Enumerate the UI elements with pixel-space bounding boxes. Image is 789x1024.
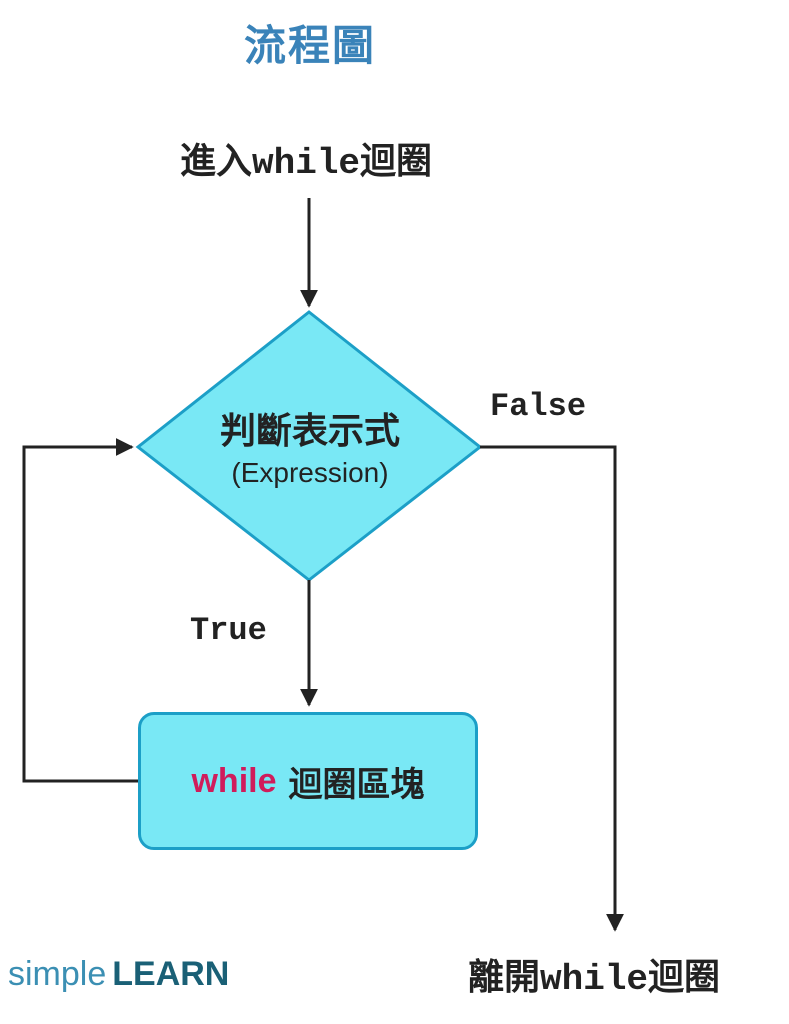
false-arrow — [480, 445, 624, 932]
entry-keyword: while — [252, 143, 361, 184]
loop-block-text: 迴圈區塊 — [288, 764, 425, 805]
page-title: 流程圖 — [243, 21, 376, 70]
exit-suffix: 迴圈 — [648, 957, 721, 998]
false-label: False — [490, 388, 587, 425]
decision-label-en: (Expression) — [231, 457, 389, 488]
logo-learn: LEARN — [112, 955, 230, 993]
logo-simple: simple — [8, 955, 107, 993]
decision-label-zh: 判斷表示式 — [219, 411, 400, 452]
exit-label: 離開while迴圈 — [468, 948, 720, 1000]
decision-label: 判斷表示式 (Expression) — [140, 408, 480, 490]
entry-label: 進入while迴圈 — [180, 132, 432, 184]
true-label: True — [190, 612, 267, 649]
loop-block: while 迴圈區塊 — [138, 712, 478, 850]
loop-block-keyword: while — [191, 761, 277, 800]
exit-keyword: while — [540, 959, 649, 1000]
exit-prefix: 離開 — [468, 957, 541, 998]
entry-prefix: 進入 — [180, 141, 253, 182]
loop-back-arrow — [22, 438, 138, 783]
entry-suffix: 迴圈 — [360, 141, 433, 182]
